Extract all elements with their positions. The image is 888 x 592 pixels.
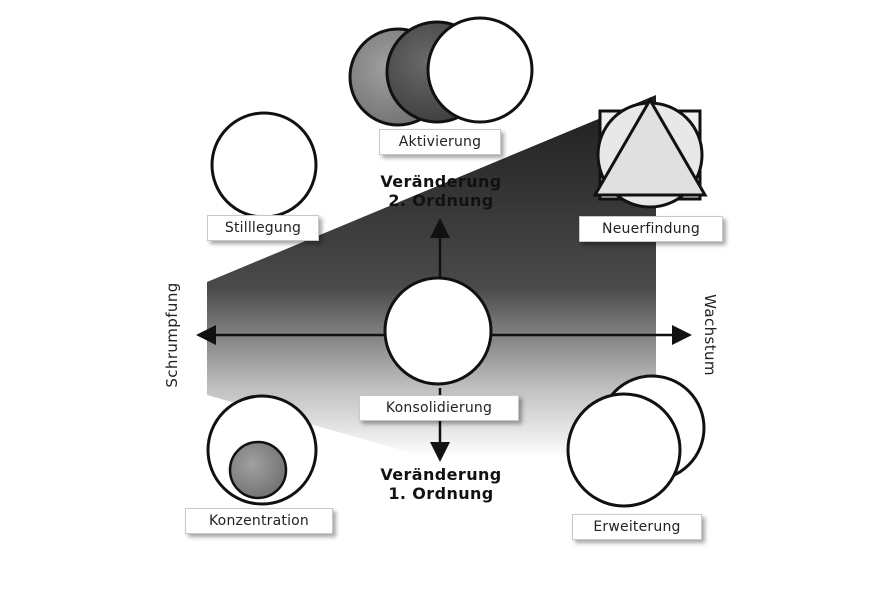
heading-first-order: Veränderung 1. Ordnung [366, 465, 516, 503]
heading-first-order-line2: 1. Ordnung [388, 484, 494, 503]
center-circle [383, 276, 493, 386]
heading-second-order: Veränderung 2. Ordnung [366, 172, 516, 210]
label-konsolidierung: Konsolidierung [359, 395, 519, 421]
heading-second-order-line2: 2. Ordnung [388, 191, 494, 210]
label-aktivierung: Aktivierung [379, 129, 501, 155]
heading-second-order-line1: Veränderung [380, 172, 502, 191]
label-stilllegung: Stilllegung [207, 215, 319, 241]
label-erweiterung: Erweiterung [572, 514, 702, 540]
konzentration-inner-circle [228, 440, 288, 500]
neuerfindung-triangle [592, 97, 708, 197]
neuerfindung-shapes [592, 97, 708, 209]
label-konzentration: Konzentration [185, 508, 333, 534]
heading-first-order-line1: Veränderung [380, 465, 502, 484]
erweiterung-circles [566, 374, 706, 508]
erweiterung-circle-front [566, 392, 682, 508]
axis-label-wachstum: Wachstum [701, 294, 719, 376]
konzentration-circles [206, 394, 318, 506]
axis-label-schrumpfung: Schrumpfung [163, 282, 181, 388]
aktivierung-circles [348, 16, 534, 127]
aktivierung-circle-front [426, 16, 534, 124]
label-neuerfindung: Neuerfindung [579, 216, 723, 242]
stilllegung-circle [210, 111, 318, 219]
